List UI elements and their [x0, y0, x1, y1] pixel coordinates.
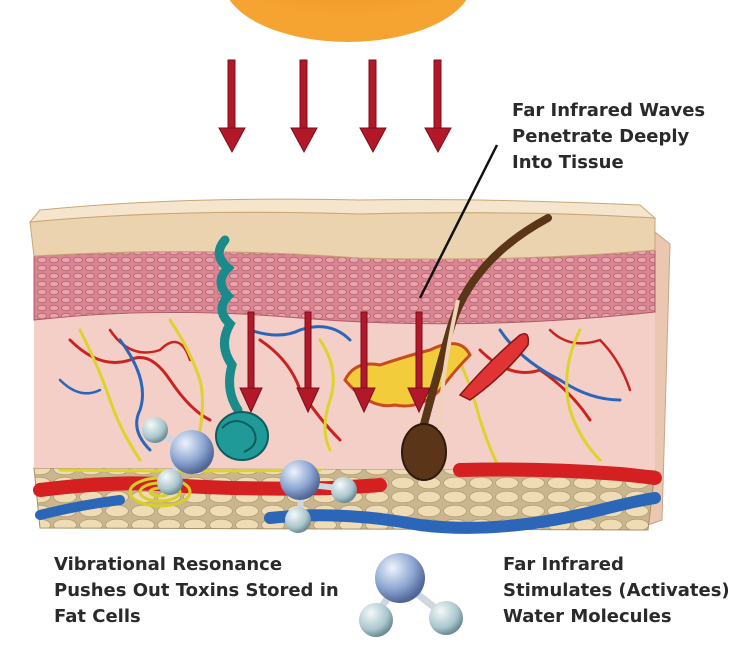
- label-vibrational-resonance: Vibrational Resonance Pushes Out Toxins …: [54, 552, 339, 630]
- arrector-pili-muscle: [458, 333, 530, 401]
- infrared-arrow-4: [424, 59, 452, 154]
- label-infrared-waves: Far Infrared Waves Penetrate Deeply Into…: [512, 98, 705, 176]
- inner-arrow-3: [352, 311, 376, 414]
- label-infrared-waves-line-3: Into Tissue: [512, 152, 624, 173]
- sweat-gland: [214, 235, 269, 461]
- label-water-line-3: Water Molecules: [503, 606, 672, 627]
- label-water-line-2: Stimulates (Activates): [503, 580, 730, 601]
- hair-follicle: [401, 214, 552, 481]
- inner-arrow-4: [407, 311, 431, 414]
- infrared-arrows-inner: [239, 311, 431, 414]
- infrared-arrows-top: [218, 59, 452, 154]
- infrared-arrow-3: [359, 59, 387, 154]
- label-infrared-waves-line-1: Far Infrared Waves: [512, 100, 706, 121]
- label-vibrational-line-2: Pushes Out Toxins Stored in: [54, 580, 339, 601]
- label-water-molecules: Far Infrared Stimulates (Activates) Wate…: [503, 552, 730, 630]
- water-molecule-2: [280, 460, 357, 533]
- large-vessels: [33, 462, 662, 534]
- water-molecule-3: [359, 553, 463, 637]
- water-molecule-1: [142, 417, 214, 495]
- label-water-line-1: Far Infrared: [503, 554, 624, 575]
- infrared-arrow-1: [218, 59, 246, 154]
- infrared-arrow-2: [290, 59, 318, 154]
- pointer-line: [418, 144, 499, 299]
- inner-arrow-2: [296, 311, 320, 414]
- label-infrared-waves-line-2: Penetrate Deeply: [512, 126, 690, 147]
- label-vibrational-line-1: Vibrational Resonance: [54, 554, 283, 575]
- inner-arrow-1: [239, 311, 263, 414]
- label-vibrational-line-3: Fat Cells: [54, 606, 141, 627]
